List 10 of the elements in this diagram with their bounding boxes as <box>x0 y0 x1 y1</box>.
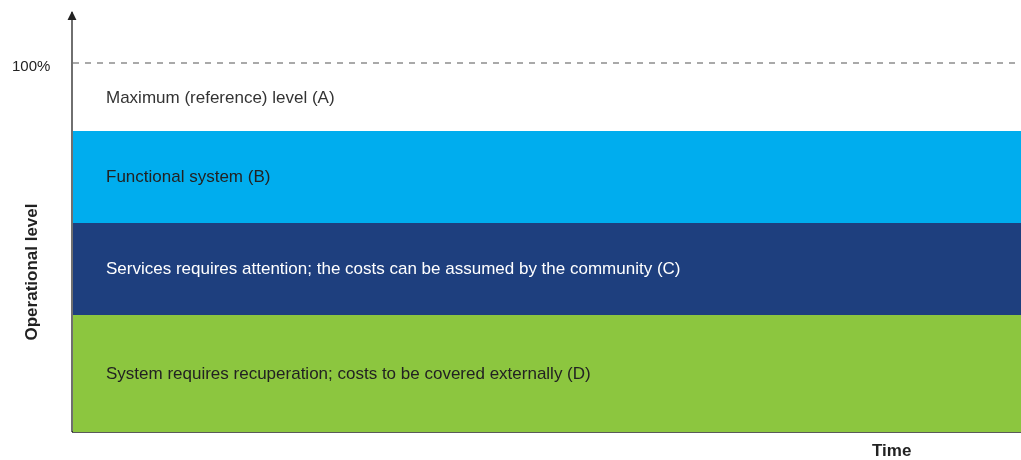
band-label: Functional system (B) <box>106 167 271 187</box>
level-band <box>73 223 1021 315</box>
level-band <box>73 315 1021 432</box>
level-band <box>73 131 1021 223</box>
axis-title: Time <box>872 441 912 460</box>
axis-tick-label: 100% <box>12 57 51 74</box>
band-label: Maximum (reference) level (A) <box>106 87 335 108</box>
band-label: Services requires attention; the costs can be assumed by the community (C) <box>106 259 681 279</box>
axis-title: Operational level <box>22 203 42 341</box>
band-label: System requires recuperation; costs to be covered externally (D) <box>106 363 591 384</box>
